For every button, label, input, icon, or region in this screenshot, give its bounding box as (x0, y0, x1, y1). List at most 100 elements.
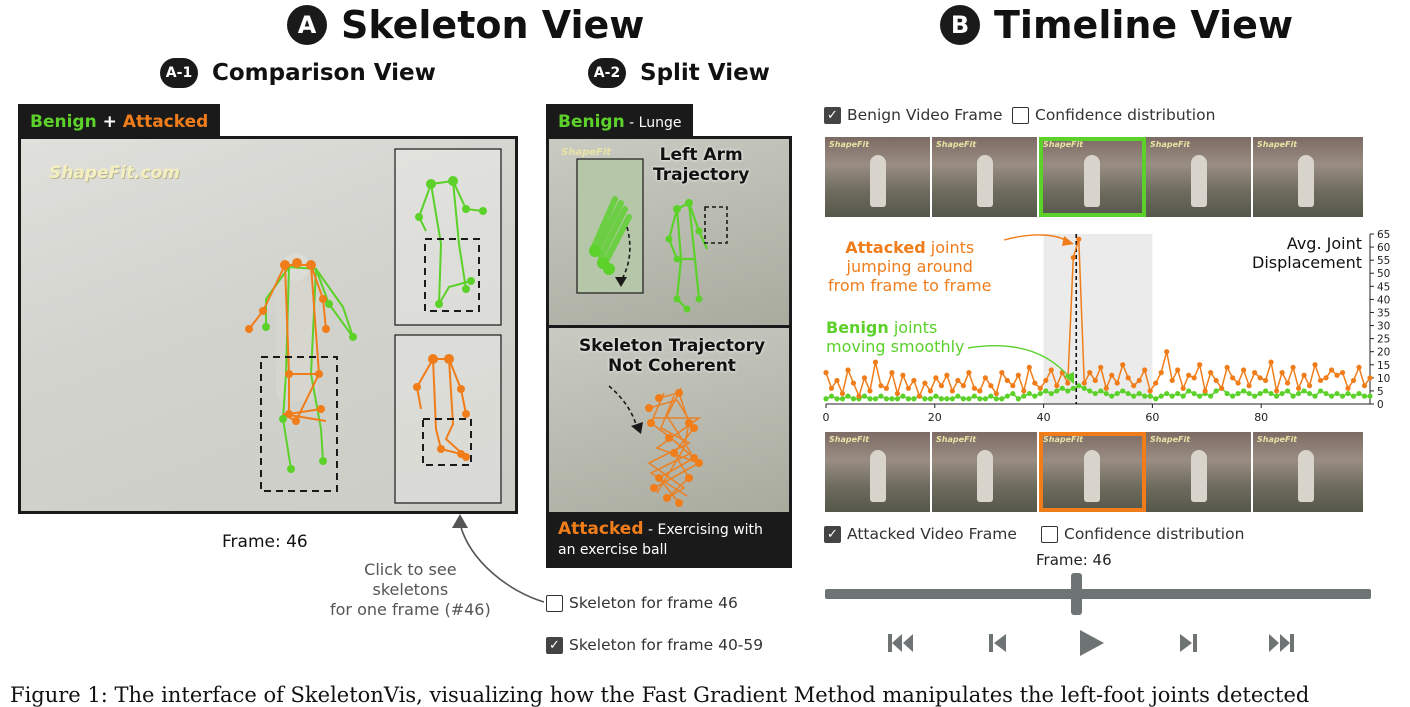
split-benign-video[interactable]: ShapeFit Left Arm Trajectory (546, 136, 792, 328)
trajectory-annotation: Skeleton Trajectory Not Coherent (559, 336, 785, 377)
split-attacked-video[interactable]: Skeleton Trajectory Not Coherent (546, 325, 792, 515)
y-tick-label: 40 (1377, 294, 1390, 306)
benign-trajectory-overlay (576, 158, 728, 313)
attacked-point (1169, 377, 1175, 384)
benign-thumb[interactable]: ShapeFit (825, 137, 932, 217)
benign-point (1345, 390, 1351, 397)
benign-point (1109, 393, 1115, 399)
skeleton-frame-label: Skeleton for frame 46 (569, 594, 738, 612)
comparison-video[interactable]: ShapeFit.com (18, 136, 518, 514)
split-benign-logo: ShapeFit (561, 147, 612, 158)
attacked-point (960, 383, 966, 389)
attacked-point (894, 390, 901, 397)
y-tick-label: 10 (1377, 373, 1390, 385)
attacked-point (999, 370, 1005, 376)
attacked-arrow-head (1062, 236, 1074, 246)
skeleton-frame-checkbox-row[interactable]: Skeleton for frame 46 (546, 594, 738, 612)
step-forward-button[interactable] (1172, 628, 1202, 658)
x-tick-label: 0 (823, 411, 830, 424)
benign-thumb[interactable]: ShapeFit (1253, 137, 1363, 217)
benign-point (944, 396, 950, 402)
frame-slider-track[interactable] (825, 589, 1371, 599)
benign-point (1010, 390, 1016, 397)
section-badge-a2: A-2 (588, 58, 626, 88)
benign-video-checkbox-row[interactable]: ✓ Benign Video Frame (824, 106, 1003, 124)
step-back-button[interactable] (984, 628, 1014, 658)
timeline-view-title: B Timeline View (940, 3, 1293, 47)
skeleton-frame-checkbox[interactable] (546, 594, 563, 612)
attacked-point (1246, 383, 1252, 389)
benign-point (988, 393, 994, 399)
attacked-point (1092, 377, 1098, 384)
attacked-point (1186, 372, 1192, 378)
attacked-point (1268, 359, 1274, 365)
attacked-point (1350, 377, 1357, 384)
attacked-point (1098, 364, 1104, 370)
attacked-thumb[interactable]: ShapeFit (932, 432, 1039, 512)
benign-point (1054, 388, 1060, 394)
step-forward-icon (1180, 634, 1197, 652)
attacked-point (1235, 380, 1241, 386)
confidence-bottom-label: Confidence distribution (1064, 525, 1245, 543)
benign-point (1070, 385, 1076, 391)
benign-point (1290, 393, 1296, 399)
benign-point (889, 396, 895, 402)
skeleton-range-checkbox[interactable]: ✓ (546, 636, 563, 654)
benign-point (894, 396, 901, 402)
attacked-point (1015, 372, 1021, 378)
frame-slider-thumb[interactable] (1071, 573, 1083, 615)
attacked-point (1032, 380, 1038, 386)
comparison-panel-header: Benign + Attacked (18, 104, 221, 140)
attacked-thumb-current[interactable]: ShapeFit (1039, 432, 1146, 512)
benign-point (911, 396, 917, 402)
comparison-view-title: A-1 Comparison View (160, 58, 436, 88)
attacked-point (1295, 385, 1302, 391)
comparison-frame-label: Frame: 46 (222, 532, 308, 552)
confidence-top-checkbox[interactable] (1012, 106, 1029, 124)
attacked-point (1026, 364, 1032, 370)
attacked-thumb[interactable]: ShapeFit (1146, 432, 1253, 512)
benign-filmstrip[interactable]: ShapeFit ShapeFit ShapeFit ShapeFit Shap… (825, 137, 1363, 217)
attacked-point (1202, 388, 1208, 394)
skip-end-button[interactable] (1266, 628, 1296, 658)
attacked-point (872, 359, 879, 365)
benign-thumb-current[interactable]: ShapeFit (1039, 137, 1146, 217)
attacked-filmstrip[interactable]: ShapeFit ShapeFit ShapeFit ShapeFit Shap… (825, 432, 1363, 512)
skip-start-button[interactable] (886, 628, 916, 658)
left-arm-line-1: Left Arm (659, 145, 743, 165)
split-attacked-header: Attacked - Exercising with an exercise b… (546, 512, 792, 568)
attacked-point (1180, 385, 1186, 391)
attacked-thumb[interactable]: ShapeFit (1253, 432, 1363, 512)
attacked-point (1361, 383, 1368, 389)
attacked-point (1273, 388, 1280, 394)
section-badge-b: B (940, 5, 980, 45)
benign-thumb[interactable]: ShapeFit (932, 137, 1039, 217)
benign-thumb[interactable]: ShapeFit (1146, 137, 1253, 217)
benign-point (1142, 393, 1148, 399)
confidence-bottom-checkbox-row[interactable]: Confidence distribution (1041, 525, 1244, 543)
benign-point (949, 396, 955, 402)
play-button[interactable] (1076, 626, 1108, 660)
attacked-point (922, 380, 928, 386)
attacked-thumb[interactable]: ShapeFit (825, 432, 932, 512)
skeleton-range-checkbox-row[interactable]: ✓ Skeleton for frame 40-59 (546, 636, 763, 654)
x-tick-label: 20 (928, 411, 942, 424)
benign-label: Benign (30, 112, 97, 132)
benign-video-checkbox[interactable]: ✓ (824, 106, 841, 124)
attacked-video-checkbox[interactable]: ✓ (824, 525, 841, 543)
benign-point (1241, 388, 1247, 394)
attacked-point (883, 385, 890, 391)
attacked-point (1081, 380, 1087, 386)
trajectory-line-1: Skeleton Trajectory (578, 336, 766, 356)
attacked-video-checkbox-row[interactable]: ✓ Attacked Video Frame (824, 525, 1017, 543)
benign-point (1224, 390, 1230, 397)
confidence-bottom-checkbox[interactable] (1041, 525, 1058, 543)
benign-point (1252, 393, 1258, 399)
confidence-top-checkbox-row[interactable]: Confidence distribution (1012, 106, 1215, 124)
attacked-point (1262, 377, 1269, 384)
benign-point (971, 393, 977, 399)
attacked-point (1158, 370, 1164, 376)
y-tick-label: 25 (1377, 334, 1390, 346)
x-tick-label: 40 (1037, 411, 1051, 424)
